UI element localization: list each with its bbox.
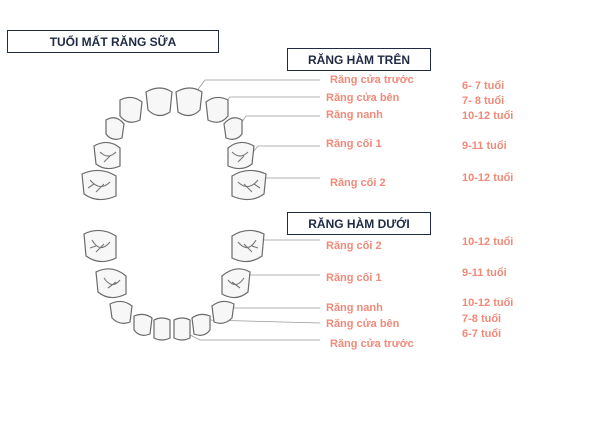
upper-age-molar1: 9-11 tuổi xyxy=(462,140,507,152)
lower-central-incisor-right xyxy=(173,317,191,341)
upper-lateral-incisor-left xyxy=(119,96,143,123)
upper-lateral-incisor-right xyxy=(205,96,229,123)
upper-arch xyxy=(81,87,267,201)
lower-age-molar2: 10-12 tuổi xyxy=(462,236,514,248)
upper-second-molar-left xyxy=(81,169,117,201)
leader-upper-molar1 xyxy=(249,145,320,157)
lower-canine-right xyxy=(211,300,235,324)
upper-label-central: Răng cửa trước xyxy=(330,74,414,86)
upper-jaw-heading: RĂNG HÀM TRÊN xyxy=(287,48,431,71)
lower-label-molar2: Răng cối 2 xyxy=(326,240,382,252)
upper-label-molar1: Răng cối 1 xyxy=(326,138,382,150)
leader-lower-central xyxy=(185,332,320,341)
leader-upper-canine xyxy=(237,115,320,129)
lower-first-molar-right xyxy=(221,268,251,299)
lower-central-incisor-left xyxy=(153,317,171,341)
upper-age-central: 6- 7 tuổi xyxy=(462,80,505,92)
lower-first-molar-left xyxy=(95,268,127,299)
lower-canine-left xyxy=(109,300,133,324)
lower-second-molar-left xyxy=(83,229,117,263)
upper-age-canine: 10-12 tuổi xyxy=(462,110,514,122)
lower-arch xyxy=(83,229,265,341)
leader-upper-molar2 xyxy=(257,177,320,183)
upper-age-lateral: 7- 8 tuổi xyxy=(462,95,505,107)
upper-central-incisor-right xyxy=(175,87,203,117)
upper-label-molar2: Răng cối 2 xyxy=(330,177,386,189)
lower-label-lateral: Răng cửa bên xyxy=(326,318,400,330)
upper-label-canine: Răng nanh xyxy=(326,109,383,121)
leader-upper-lateral xyxy=(215,96,320,113)
upper-canine-right xyxy=(223,117,243,140)
lower-jaw-heading: RĂNG HÀM DƯỚI xyxy=(287,212,431,235)
lower-second-molar-right xyxy=(231,229,265,263)
lower-age-molar1: 9-11 tuổi xyxy=(462,267,507,279)
lower-label-molar1: Răng cối 1 xyxy=(326,272,382,284)
upper-central-incisor-left xyxy=(145,87,173,117)
lower-age-canine: 10-12 tuổi xyxy=(462,297,514,309)
upper-second-molar-right xyxy=(231,169,267,201)
lower-lateral-incisor-right xyxy=(191,313,211,336)
lower-age-lateral: 7-8 tuổi xyxy=(462,313,502,325)
page-title: TUỔI MẤT RĂNG SỮA xyxy=(7,30,219,53)
lower-label-central: Răng cửa trước xyxy=(330,338,414,350)
lower-age-central: 6-7 tuổi xyxy=(462,328,502,340)
upper-age-molar2: 10-12 tuổi xyxy=(462,172,514,184)
lower-label-canine: Răng nanh xyxy=(326,302,383,314)
upper-canine-left xyxy=(105,117,125,140)
lower-lateral-incisor-left xyxy=(133,313,153,336)
upper-label-lateral: Răng cửa bên xyxy=(326,92,400,104)
